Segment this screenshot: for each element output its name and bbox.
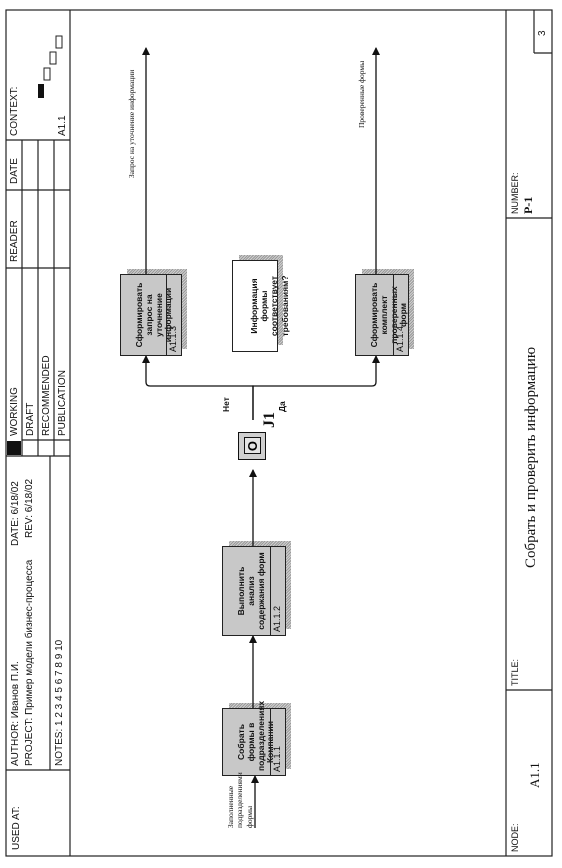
node-label: NODE: [510, 823, 520, 852]
input-arrow-label: Заполненные подразделениями формы [226, 772, 254, 828]
activity-box-a114[interactable]: Сформировать комплект проверенных форм A… [355, 269, 414, 356]
date-field: DATE: 6/18/02 [10, 481, 21, 546]
status-working: WORKING [9, 387, 20, 436]
output-checked-label: Проверенные формы [357, 60, 366, 128]
activity-box-a112[interactable]: Выполнить анализ содержания форм A1.1.2 [222, 541, 291, 636]
status-recommended: RECOMMENDED [41, 355, 52, 436]
project-field: PROJECT: Пример модели бизнес-процесса [24, 559, 35, 766]
junction-yes-label: Да [277, 401, 287, 412]
junction-or[interactable]: O [238, 432, 266, 460]
activity-code: A1.1.2 [272, 605, 282, 632]
junction-no-label: Нет [221, 397, 231, 412]
activity-code: A1.1.1 [272, 745, 282, 772]
note-text: Информация формы соответствует требовани… [249, 275, 290, 337]
arrow-junction-yes [252, 355, 380, 420]
activity-code: A1.1.4 [395, 325, 405, 352]
page-number: 3 [537, 30, 548, 36]
title-value: Собрать и проверить информацию [523, 346, 539, 568]
context-label: CONTEXT: [9, 86, 20, 136]
status-draft: DRAFT [25, 402, 36, 436]
activity-label: Выполнить анализ содержания форм [236, 552, 266, 630]
status-publication: PUBLICATION [57, 370, 68, 436]
rev-field: REV: 6/18/02 [24, 478, 35, 538]
used-at-label: USED AT: [11, 806, 22, 850]
referent-note: Информация формы соответствует требовани… [232, 255, 290, 352]
arrow-junction-no [142, 355, 254, 420]
junction-symbol: O [243, 437, 261, 455]
title-label: TITLE: [510, 658, 520, 686]
node-value: A1.1 [527, 762, 542, 788]
activity-code: A1.1.3 [168, 325, 178, 352]
context-node: A1.1 [57, 115, 68, 136]
author-field: AUTHOR: Иванов П.И. [10, 661, 21, 766]
activity-box-a113[interactable]: Сформировать запрос на уточнение информа… [120, 269, 187, 356]
date-column: DATE [9, 158, 20, 184]
number-label: NUMBER: [510, 172, 520, 214]
output-request-label: Запрос на уточнение информации [127, 69, 136, 178]
junction-name: J1 [261, 412, 278, 428]
notes-field: NOTES: 1 2 3 4 5 6 7 8 9 10 [54, 639, 65, 766]
number-value: P-1 [521, 196, 535, 214]
reader-column: READER [9, 220, 20, 262]
context-current-box [38, 84, 44, 98]
